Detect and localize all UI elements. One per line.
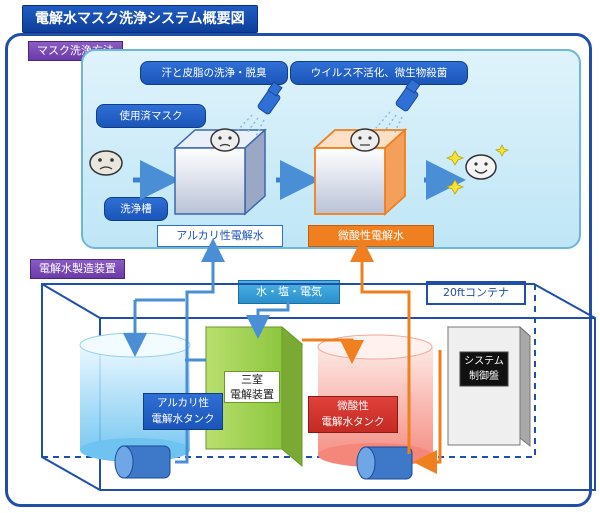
wash-tank-alkaline	[173, 128, 267, 216]
control-label-line1: システム	[464, 356, 504, 367]
callout-virus-inactivation: ウイルス不活化、微生物殺菌	[290, 61, 468, 85]
control-panel	[446, 325, 532, 448]
shower-head-alkaline	[237, 81, 283, 137]
mask-face-dirty	[89, 150, 123, 176]
device-label-line2: 電解装置	[230, 388, 274, 401]
acidic-tank-label: 微酸性 電解水タンク	[308, 396, 398, 433]
callout-wash-tank: 洗浄槽	[104, 197, 168, 221]
wash-tank-acidic	[312, 127, 408, 217]
acidic-tank-label-line1: 微酸性	[337, 400, 369, 412]
electrolysis-device-label: 三室 電解装置	[224, 371, 280, 403]
shower-head-acidic	[375, 78, 421, 135]
alkaline-tank-label-line2: 電解水タンク	[151, 413, 215, 425]
pump-acidic	[356, 446, 413, 480]
mask-face-washing	[210, 128, 240, 152]
alkaline-tank-label-line1: アルカリ性	[156, 397, 210, 409]
mask-face-clean	[465, 154, 497, 180]
device-label-line1: 三室	[241, 373, 263, 386]
sparkle-icons	[445, 144, 510, 195]
outer-frame	[5, 33, 592, 507]
acidic-tank-label-line2: 電解水タンク	[321, 416, 385, 428]
alkaline-tank-label: アルカリ性 電解水タンク	[143, 393, 223, 430]
pipe-acidic	[302, 238, 442, 474]
callout-sweat-cleaning: 汗と皮脂の洗浄・脱臭	[140, 61, 288, 85]
mask-face-acidic	[350, 128, 380, 152]
diagram-title: 電解水マスク洗浄システム概要図	[22, 5, 258, 33]
section-label-generator: 電解水製造装置	[30, 259, 125, 279]
pump-alkaline	[114, 445, 171, 479]
pipe-alkaline	[123, 238, 290, 464]
control-panel-label: システム 制御盤	[460, 354, 508, 384]
callout-used-mask: 使用済マスク	[96, 104, 206, 128]
label-alkaline-water: アルカリ性電解水	[157, 225, 283, 247]
control-label-line2: 制御盤	[469, 371, 499, 382]
